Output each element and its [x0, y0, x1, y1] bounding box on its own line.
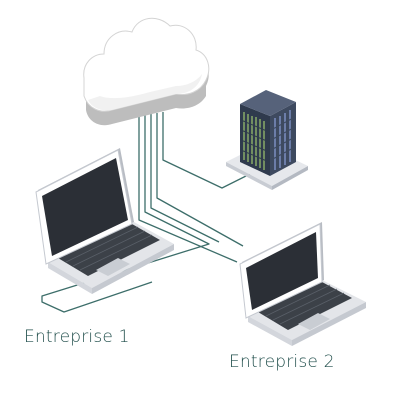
connection-lines	[41, 112, 263, 313]
laptop-icon-enterprise-1	[35, 148, 174, 294]
connection-line-laptop-2-b	[138, 114, 238, 263]
connection-line-laptop-1-b	[150, 113, 220, 243]
cloud-icon	[83, 17, 210, 126]
connection-line-laptop-1	[41, 113, 210, 313]
connection-line-laptop-2	[156, 113, 244, 247]
enterprise-1-label: Entreprise 1	[24, 327, 130, 347]
connection-line-server	[162, 112, 263, 189]
server-drive-bays	[243, 112, 265, 170]
server-rack-icon	[226, 90, 308, 190]
enterprise-2-label: Entreprise 2	[229, 352, 335, 372]
laptop-icon-enterprise-2	[239, 222, 366, 346]
